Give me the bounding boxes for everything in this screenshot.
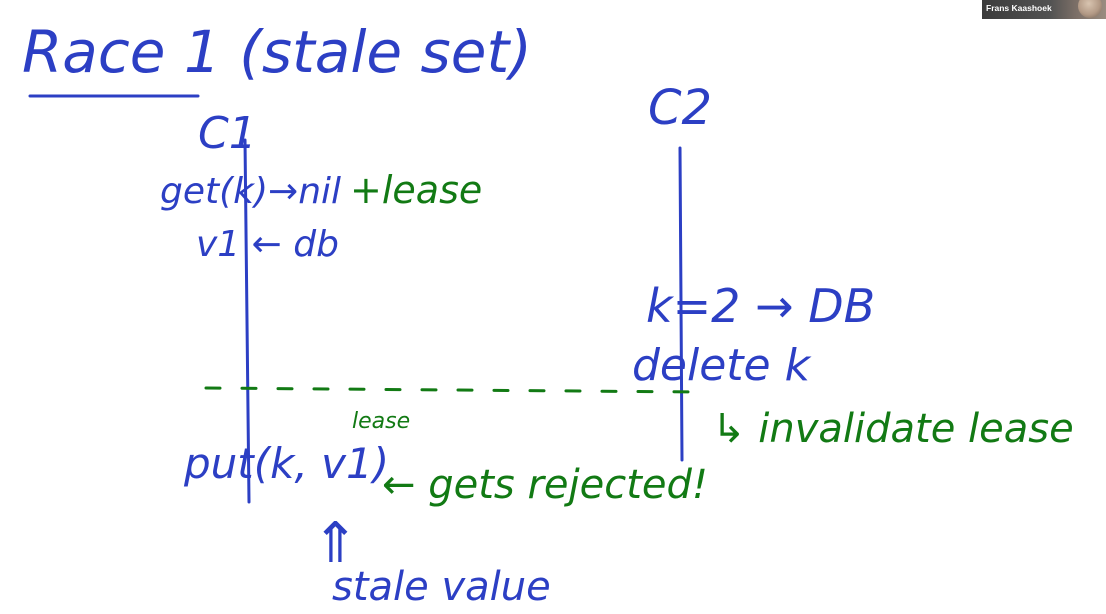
- c2-timeline: [678, 146, 684, 462]
- stale-value-label: stale value: [332, 564, 551, 610]
- put-rejected-note: ← gets rejected!: [382, 462, 708, 508]
- time-boundary-dashed: [204, 386, 702, 394]
- c2-write-step: k=2 → DB: [646, 279, 875, 333]
- c1-get-step: get(k)→nil: [160, 171, 341, 212]
- c2-delete-step: delete k: [632, 340, 812, 391]
- stale-value-arrow: ⇑: [312, 511, 359, 576]
- client-c2-label: C2: [648, 80, 712, 136]
- c1-put-lease: lease: [352, 409, 410, 434]
- c1-get-lease: +lease: [350, 168, 482, 212]
- client-c1-label: C1: [198, 108, 257, 159]
- c1-put-step: put(k, v1): [183, 439, 389, 488]
- diagram-title: Race 1 (stale set): [22, 18, 532, 86]
- participant-avatar: [1078, 0, 1102, 18]
- participant-video-tile[interactable]: Frans Kaashoek: [982, 0, 1106, 19]
- c1-read-db-step: v1 ← db: [196, 224, 339, 265]
- c2-invalidate-lease: ↳ invalidate lease: [712, 406, 1074, 452]
- c1-timeline: [243, 138, 251, 504]
- participant-name: Frans Kaashoek: [986, 3, 1052, 13]
